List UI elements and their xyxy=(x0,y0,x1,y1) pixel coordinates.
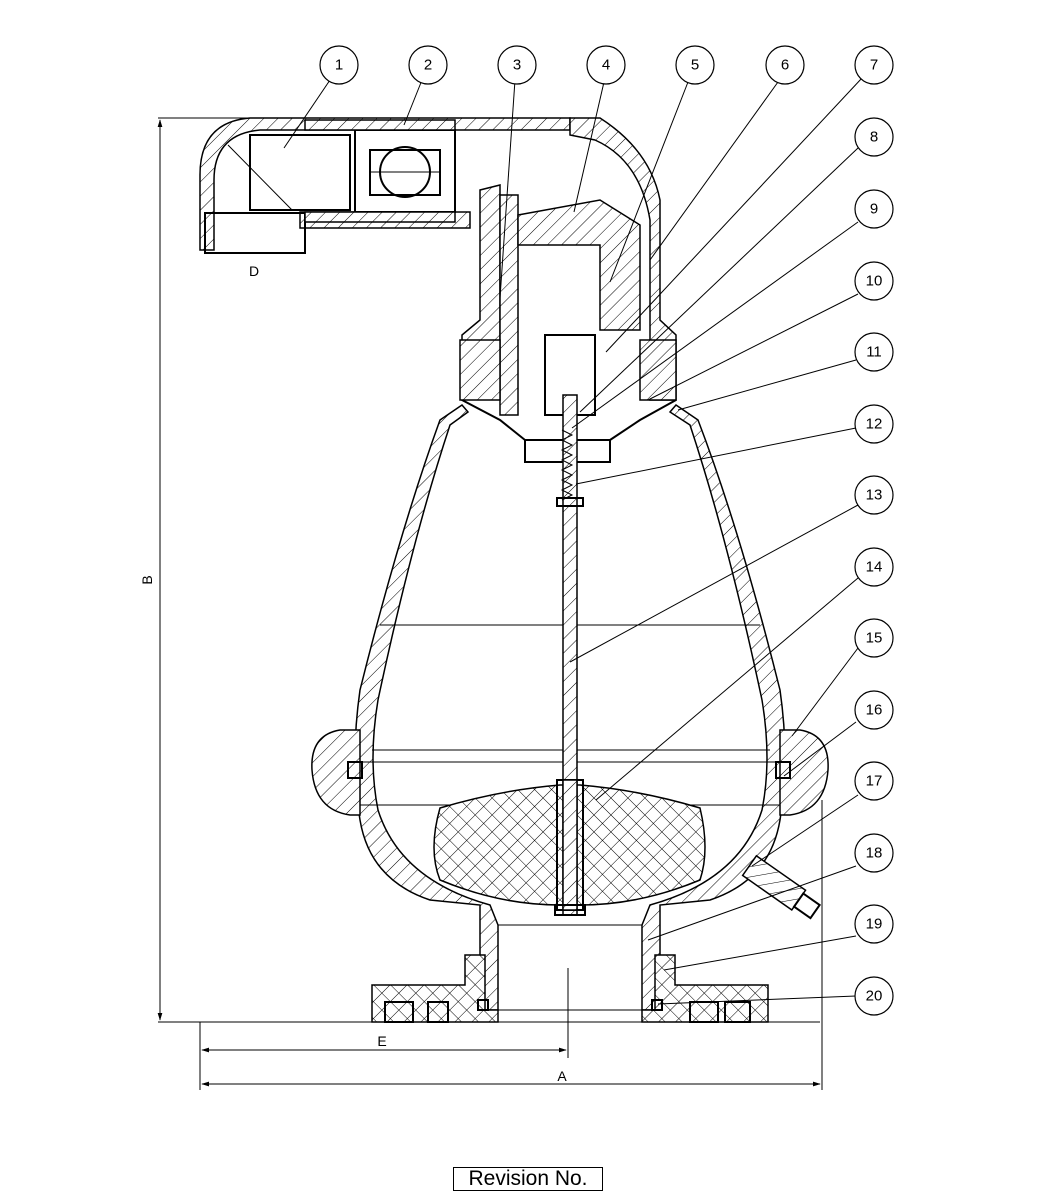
callout-11: 11 xyxy=(854,332,894,372)
callout-10: 10 xyxy=(854,261,894,301)
leader-lines xyxy=(283,77,863,1005)
callout-8: 8 xyxy=(854,117,894,157)
callout-17: 17 xyxy=(854,761,894,801)
stem-assembly xyxy=(554,394,586,916)
revision-number-box: Revision No. xyxy=(453,1167,603,1191)
callout-12: 12 xyxy=(854,404,894,444)
svg-text:10: 10 xyxy=(866,273,883,290)
callout-9: 9 xyxy=(854,189,894,229)
svg-text:18: 18 xyxy=(866,845,883,862)
drain-plug xyxy=(741,854,822,920)
svg-text:17: 17 xyxy=(866,773,883,790)
bottom-flange xyxy=(371,924,769,1023)
callout-19: 19 xyxy=(854,904,894,944)
svg-text:20: 20 xyxy=(866,988,883,1005)
svg-text:14: 14 xyxy=(866,559,883,576)
dimension-label-e: E xyxy=(377,1033,386,1049)
svg-text:15: 15 xyxy=(866,630,883,647)
svg-text:13: 13 xyxy=(866,487,883,504)
callout-18: 18 xyxy=(854,833,894,873)
callout-1: 1 xyxy=(319,45,359,85)
callout-2: 2 xyxy=(408,45,448,85)
dimension-label-b: B xyxy=(139,575,155,584)
svg-text:8: 8 xyxy=(870,129,878,146)
svg-text:5: 5 xyxy=(691,57,699,74)
callout-15: 15 xyxy=(854,618,894,658)
svg-text:12: 12 xyxy=(866,416,883,433)
callout-13: 13 xyxy=(854,475,894,515)
callout-7: 7 xyxy=(854,45,894,85)
callout-3: 3 xyxy=(497,45,537,85)
svg-text:2: 2 xyxy=(424,57,432,74)
upper-body xyxy=(459,117,677,463)
svg-text:1: 1 xyxy=(335,57,343,74)
svg-text:3: 3 xyxy=(513,57,521,74)
callout-20: 20 xyxy=(854,976,894,1016)
callout-5: 5 xyxy=(675,45,715,85)
svg-text:9: 9 xyxy=(870,201,878,218)
svg-text:4: 4 xyxy=(602,57,610,74)
callout-4: 4 xyxy=(586,45,626,85)
svg-text:19: 19 xyxy=(866,916,883,933)
svg-text:7: 7 xyxy=(870,57,878,74)
dimension-label-d: D xyxy=(249,263,259,279)
dimension-label-a: A xyxy=(557,1068,567,1084)
svg-text:11: 11 xyxy=(866,344,882,361)
callout-16: 16 xyxy=(854,690,894,730)
svg-text:16: 16 xyxy=(866,702,883,719)
svg-text:6: 6 xyxy=(781,57,789,74)
callout-6: 6 xyxy=(765,45,805,85)
outlet-housing xyxy=(199,117,571,254)
callout-14: 14 xyxy=(854,547,894,587)
